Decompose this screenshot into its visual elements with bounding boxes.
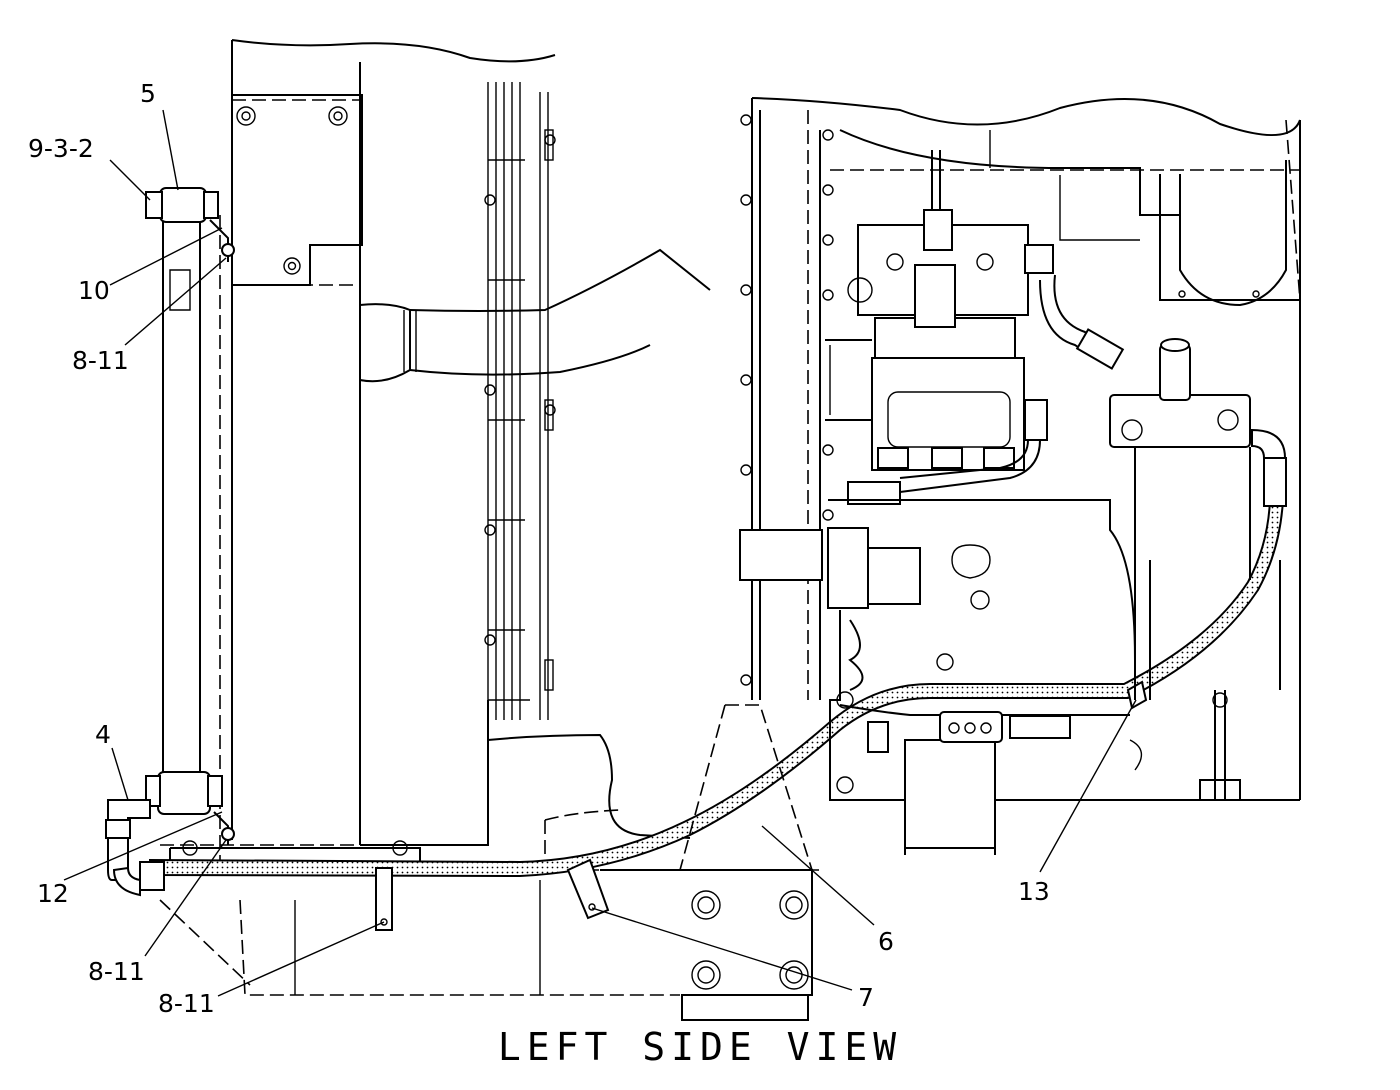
- hose-line: [112, 428, 1287, 931]
- leader-7: [591, 907, 853, 991]
- leader-13: [1039, 699, 1137, 873]
- leader-8-11-top: [124, 257, 227, 346]
- callout-7: 7: [858, 983, 874, 1012]
- leader-4: [111, 747, 129, 801]
- callout-6: 6: [878, 927, 894, 956]
- view-title: LEFT SIDE VIEW: [498, 1025, 902, 1069]
- callout-8-11-top: 8-11: [72, 346, 129, 375]
- callout-10: 10: [78, 276, 110, 305]
- engine-assembly: [679, 97, 1301, 871]
- radiator-assembly: [105, 39, 820, 1021]
- leader-10: [109, 227, 223, 286]
- leader-8-11-mid: [144, 839, 227, 957]
- callout-12: 12: [37, 879, 69, 908]
- callout-9-3-2: 9-3-2: [28, 134, 94, 163]
- callout-8-11-bot: 8-11: [158, 989, 215, 1018]
- leader-9-3-2: [109, 159, 151, 201]
- callout-13: 13: [1018, 877, 1050, 906]
- callout-8-11-mid: 8-11: [88, 957, 145, 986]
- callout-5: 5: [140, 79, 156, 108]
- callouts: 5 9-3-2 10 8-11 4 12 8-11 8-11 6 7 13: [28, 79, 1050, 1018]
- leader-lines: [63, 109, 1137, 997]
- leader-8-11-bot: [217, 921, 385, 997]
- callout-4: 4: [95, 720, 111, 749]
- leader-5: [162, 109, 179, 191]
- leader-6: [761, 825, 875, 926]
- leader-12: [63, 811, 223, 881]
